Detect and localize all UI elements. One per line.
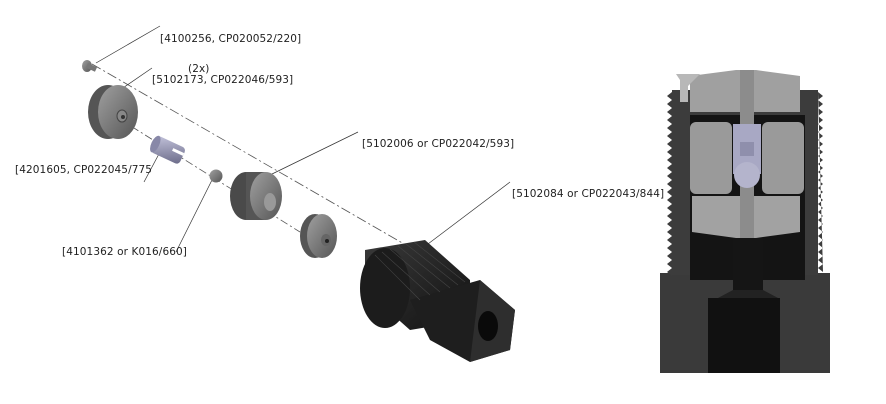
- seat-ring-part: [230, 172, 282, 220]
- leader-lines: [95, 25, 511, 253]
- label-quantity: (2x): [188, 63, 210, 75]
- body-fitting-part: [360, 240, 515, 362]
- washer-part: [300, 214, 337, 258]
- ball-part: [209, 169, 223, 183]
- label-ball: [4101362 or K016/660]: [62, 246, 187, 258]
- screw-part: [82, 60, 98, 72]
- cap-disk-part: [88, 85, 138, 139]
- cage-insert-part: [150, 135, 185, 164]
- label-body-fitting: [5102084 or CP022043/844]: [512, 188, 665, 200]
- label-cage-insert: [4201605, CP022045/775: [15, 164, 153, 176]
- label-seat-ring: [5102006 or CP022042/593]: [362, 138, 515, 150]
- cross-section-view: [660, 70, 830, 373]
- label-screw: [4100256, CP020052/220]: [160, 33, 302, 45]
- label-cap-disk: [5102173, CP022046/593]: [152, 74, 294, 86]
